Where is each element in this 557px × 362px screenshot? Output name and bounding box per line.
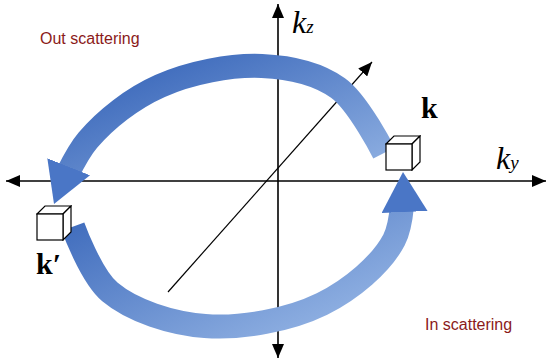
axis-label: ky (496, 136, 519, 181)
cube: k (385, 135, 421, 171)
process-label: Out scattering (40, 30, 140, 48)
process-label: In scattering (425, 316, 512, 334)
scattering-arrow (73, 172, 403, 327)
vector-label: k′ (36, 249, 61, 279)
ky-axis (6, 180, 546, 182)
cube: k′ (36, 205, 72, 241)
vector-label: k (421, 93, 438, 123)
axis-label: kz (292, 0, 314, 45)
scattering-arrow (54, 66, 384, 204)
